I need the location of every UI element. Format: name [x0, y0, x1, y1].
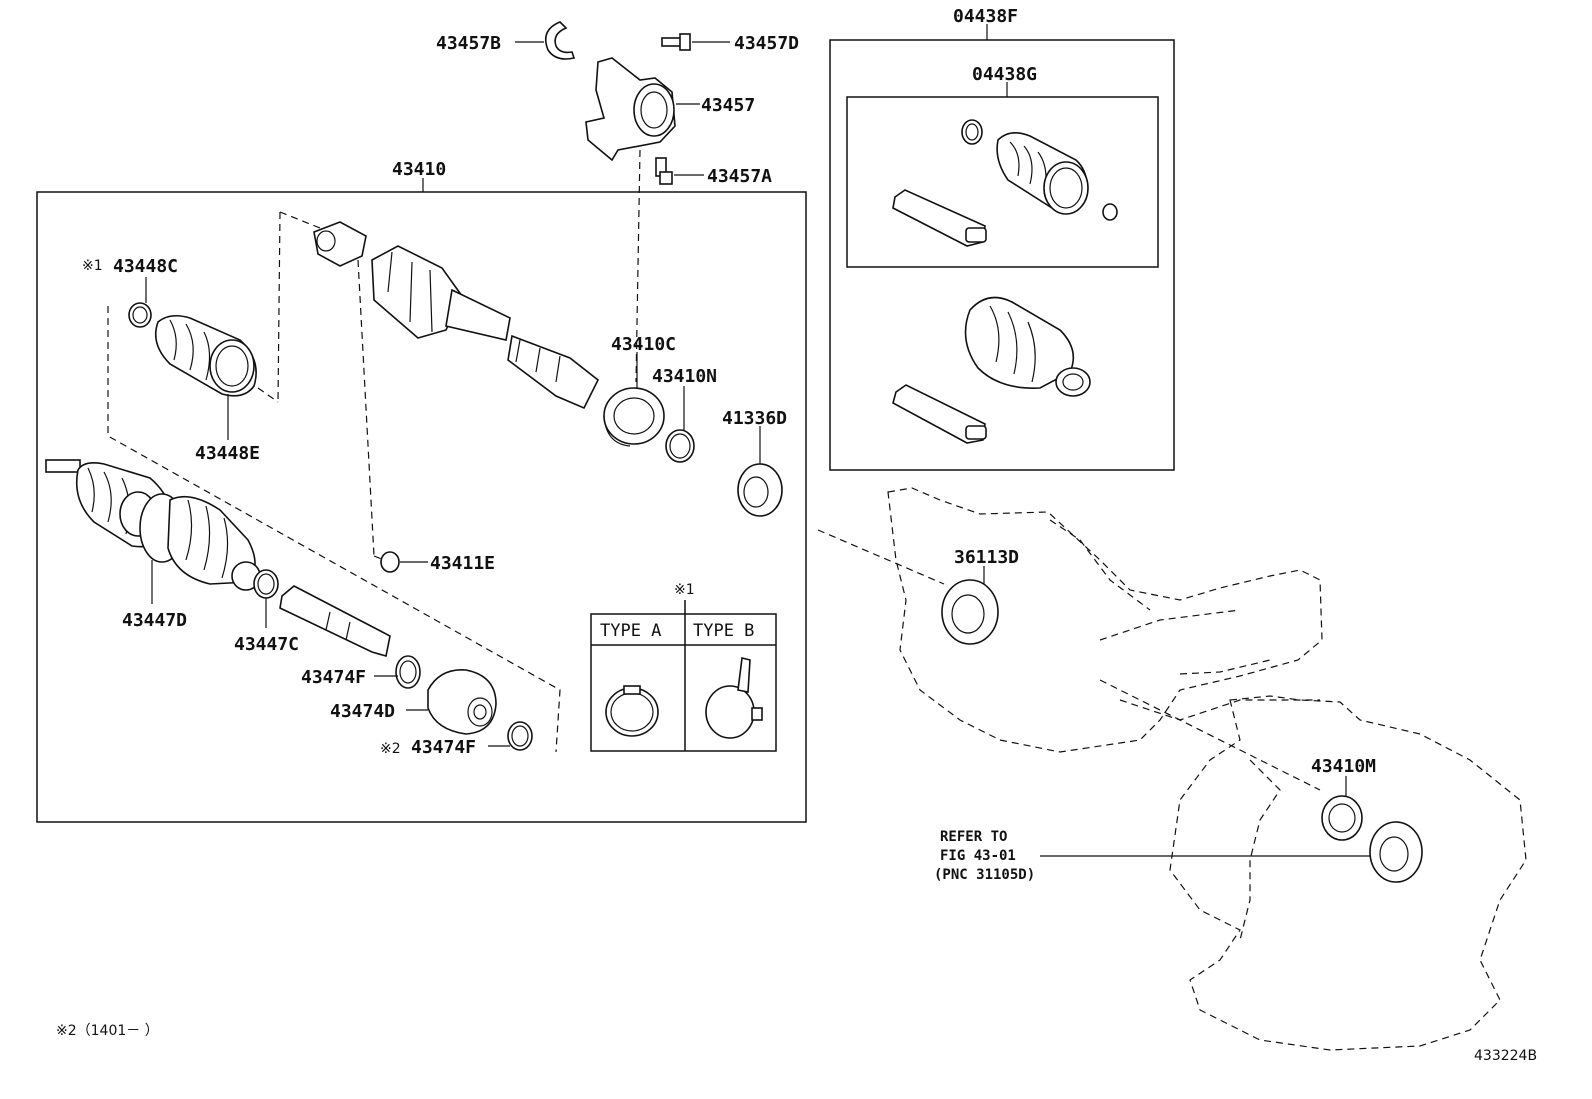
type-a-label: TYPE A [600, 621, 661, 641]
damper-43474D [427, 669, 497, 735]
label-43410M[interactable]: 43410M [1311, 756, 1376, 777]
label-36113D[interactable]: 36113D [954, 547, 1019, 568]
snap-ring-43410N [665, 429, 695, 463]
inboard-joint-shaft [313, 221, 600, 410]
mark-43474F-2: ※2 [380, 741, 401, 757]
bolt-43457A [655, 157, 673, 185]
outboard-joint-43447D [45, 459, 261, 591]
clamp-43474F-2 [507, 721, 533, 751]
label-04438F[interactable]: 04438F [953, 6, 1018, 27]
label-43447D[interactable]: 43447D [122, 610, 187, 631]
transfer-housing [1169, 695, 1527, 1051]
label-43411E[interactable]: 43411E [430, 553, 495, 574]
boot-43448E [154, 314, 257, 397]
label-41336D[interactable]: 41336D [722, 408, 787, 429]
label-43474F[interactable]: 43474F [301, 667, 366, 688]
bearing-43410C [603, 387, 665, 447]
transaxle-housing [887, 487, 1323, 753]
snap-ring-43411E [380, 551, 400, 573]
label-43457[interactable]: 43457 [701, 95, 755, 116]
footnote: ※2（1401－ ） [56, 1023, 159, 1039]
label-43457D[interactable]: 43457D [734, 33, 799, 54]
label-04438G[interactable]: 04438G [972, 64, 1037, 85]
axle-shaft [279, 585, 391, 658]
bearing-bracket-43457 [585, 57, 676, 162]
clip-43457B [544, 21, 576, 60]
refer-line-2: FIG 43-01 [940, 848, 1016, 864]
label-43410C[interactable]: 43410C [611, 334, 676, 355]
inboard-boot-kit-drawing [892, 296, 1091, 444]
type-b-label: TYPE B [693, 621, 754, 641]
clamp-43448C [128, 302, 152, 328]
assembly-box-43410 [36, 191, 807, 823]
bearing-43410M [1321, 795, 1363, 841]
bolt-43457D [661, 33, 691, 51]
label-43474D[interactable]: 43474D [330, 701, 395, 722]
type-table-mark: ※1 [674, 582, 695, 598]
outboard-boot-kit-drawing [892, 119, 1118, 247]
oil-seal-41336D [737, 463, 783, 517]
label-43410N[interactable]: 43410N [652, 366, 717, 387]
label-43447C[interactable]: 43447C [234, 634, 299, 655]
clamp-43474F [395, 655, 421, 689]
refer-line-3: (PNC 31105D) [934, 867, 1035, 883]
label-43474F-2[interactable]: 43474F [411, 737, 476, 758]
clamp-type-table: ※1 TYPE A TYPE B [590, 582, 777, 752]
mark-43448C: ※1 [82, 258, 103, 274]
boot-kit-box-04438F [829, 39, 1175, 471]
label-43448C[interactable]: 43448C [113, 256, 178, 277]
label-43410[interactable]: 43410 [392, 159, 446, 180]
figure-id: 433224B [1474, 1048, 1537, 1064]
label-43457B[interactable]: 43457B [436, 33, 501, 54]
oil-seal-36113D [941, 579, 999, 645]
boot-kit-box-04438G [846, 96, 1159, 268]
label-43448E[interactable]: 43448E [195, 443, 260, 464]
label-43457A[interactable]: 43457A [707, 166, 772, 187]
refer-line-1: REFER TO [940, 829, 1007, 845]
oil-seal-refer [1369, 821, 1423, 883]
clamp-43447C [253, 569, 279, 599]
